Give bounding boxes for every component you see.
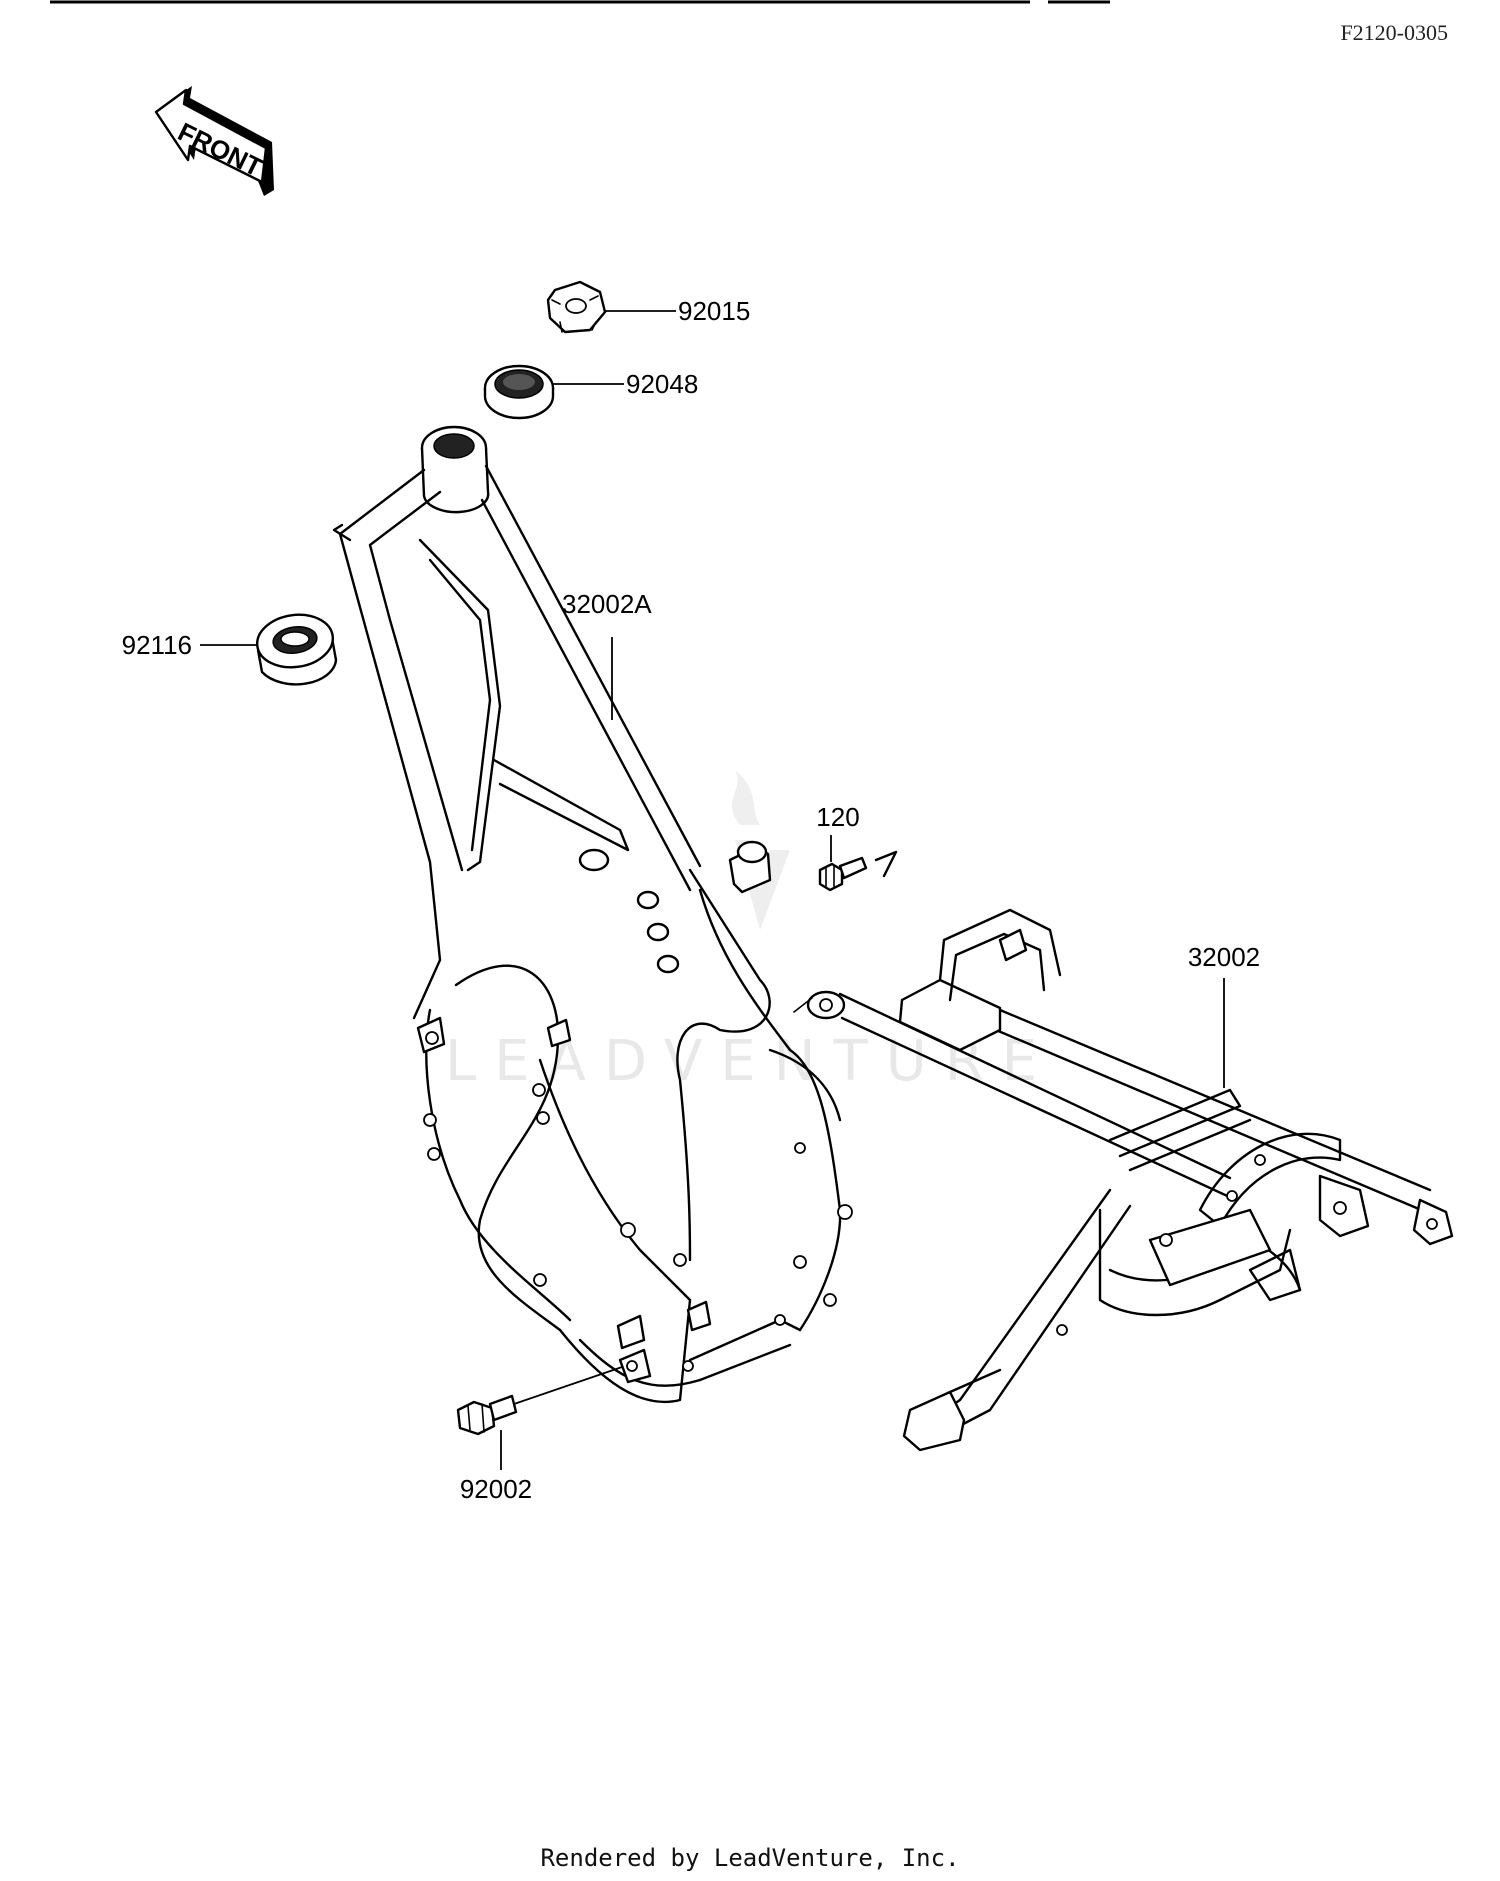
frame-joint-mark (793, 997, 813, 1013)
part-92015-nut-icon (546, 280, 607, 334)
callout-92002: 92002 (460, 1474, 532, 1504)
part-32002-rear-subframe (806, 908, 1454, 1452)
callout-32002A: 32002A (562, 589, 652, 619)
leader-92002-to-frame (513, 1365, 626, 1405)
part-92048-seal-icon (483, 364, 555, 420)
callout-32002: 32002 (1188, 942, 1260, 972)
diagram-reference-code: F2120-0305 (1340, 20, 1448, 45)
callout-92116: 92116 (122, 630, 192, 660)
callout-92015: 92015 (678, 296, 750, 326)
bolt-120-direction-mark (874, 850, 898, 878)
part-32002A-main-frame (332, 425, 853, 1404)
footer-rendered-by: Rendered by LeadVenture, Inc. (540, 1844, 959, 1872)
callout-92048: 92048 (626, 369, 698, 399)
front-direction-arrow-icon: FRONT (154, 86, 274, 196)
callout-120: 120 (816, 802, 859, 832)
part-92002-bolt-icon (456, 1394, 518, 1436)
part-92116-bearing-icon (255, 613, 338, 686)
part-120-bolt-icon (818, 856, 868, 892)
